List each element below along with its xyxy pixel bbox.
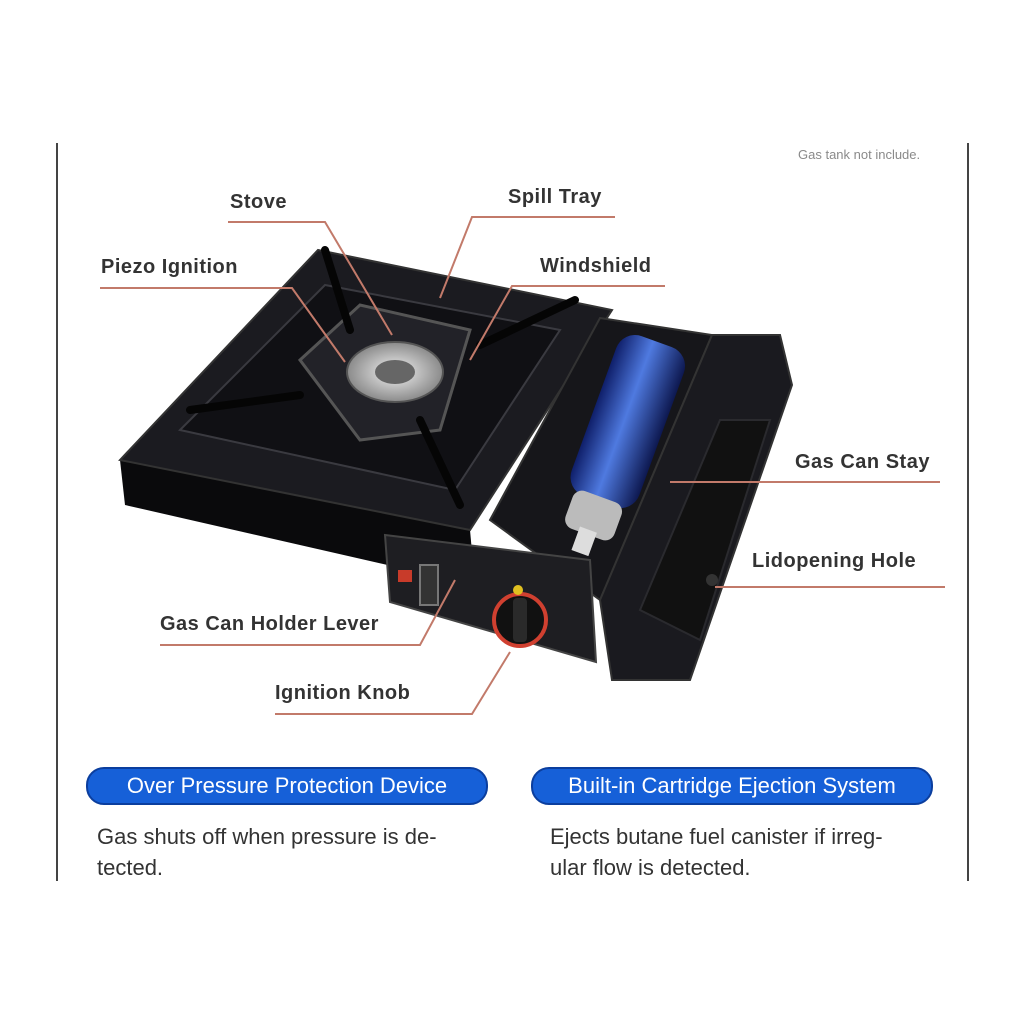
feature-title-pressure: Over Pressure Protection Device	[86, 767, 488, 805]
label-gas-can-holder-lever: Gas Can Holder Lever	[160, 613, 379, 635]
frame-right-border	[967, 143, 969, 881]
feature-desc-line: Gas shuts off when pressure is de-	[97, 824, 437, 849]
label-lidopening-hole: Lidopening Hole	[752, 550, 917, 572]
label-ignition-knob: Ignition Knob	[275, 682, 411, 704]
label-spill-tray: Spill Tray	[508, 186, 602, 208]
feature-desc-ejection: Ejects butane fuel canister if irreg- ul…	[550, 821, 950, 883]
label-piezo-ignition: Piezo Ignition	[101, 256, 238, 278]
burner	[346, 341, 444, 403]
feature-desc-line: tected.	[97, 855, 164, 880]
label-stove: Stove	[230, 191, 287, 213]
pot-supports	[186, 246, 579, 509]
control-panel	[383, 533, 598, 664]
feature-desc-pressure: Gas shuts off when pressure is de- tecte…	[97, 821, 497, 883]
gas-canister	[570, 334, 686, 509]
feature-title-ejection: Built-in Cartridge Ejection System	[531, 767, 933, 805]
leader-lines	[100, 216, 945, 715]
frame-left-border	[56, 143, 58, 881]
feature-desc-line: Ejects butane fuel canister if irreg-	[550, 824, 883, 849]
label-windshield: Windshield	[540, 255, 652, 277]
lid-opening-hole	[706, 574, 718, 586]
feature-desc-line: ular flow is detected.	[550, 855, 751, 880]
holder-lever	[419, 564, 439, 606]
label-gas-can-stay: Gas Can Stay	[795, 451, 930, 473]
lid	[598, 334, 794, 681]
gas-tank-note: Gas tank not include.	[798, 147, 921, 162]
